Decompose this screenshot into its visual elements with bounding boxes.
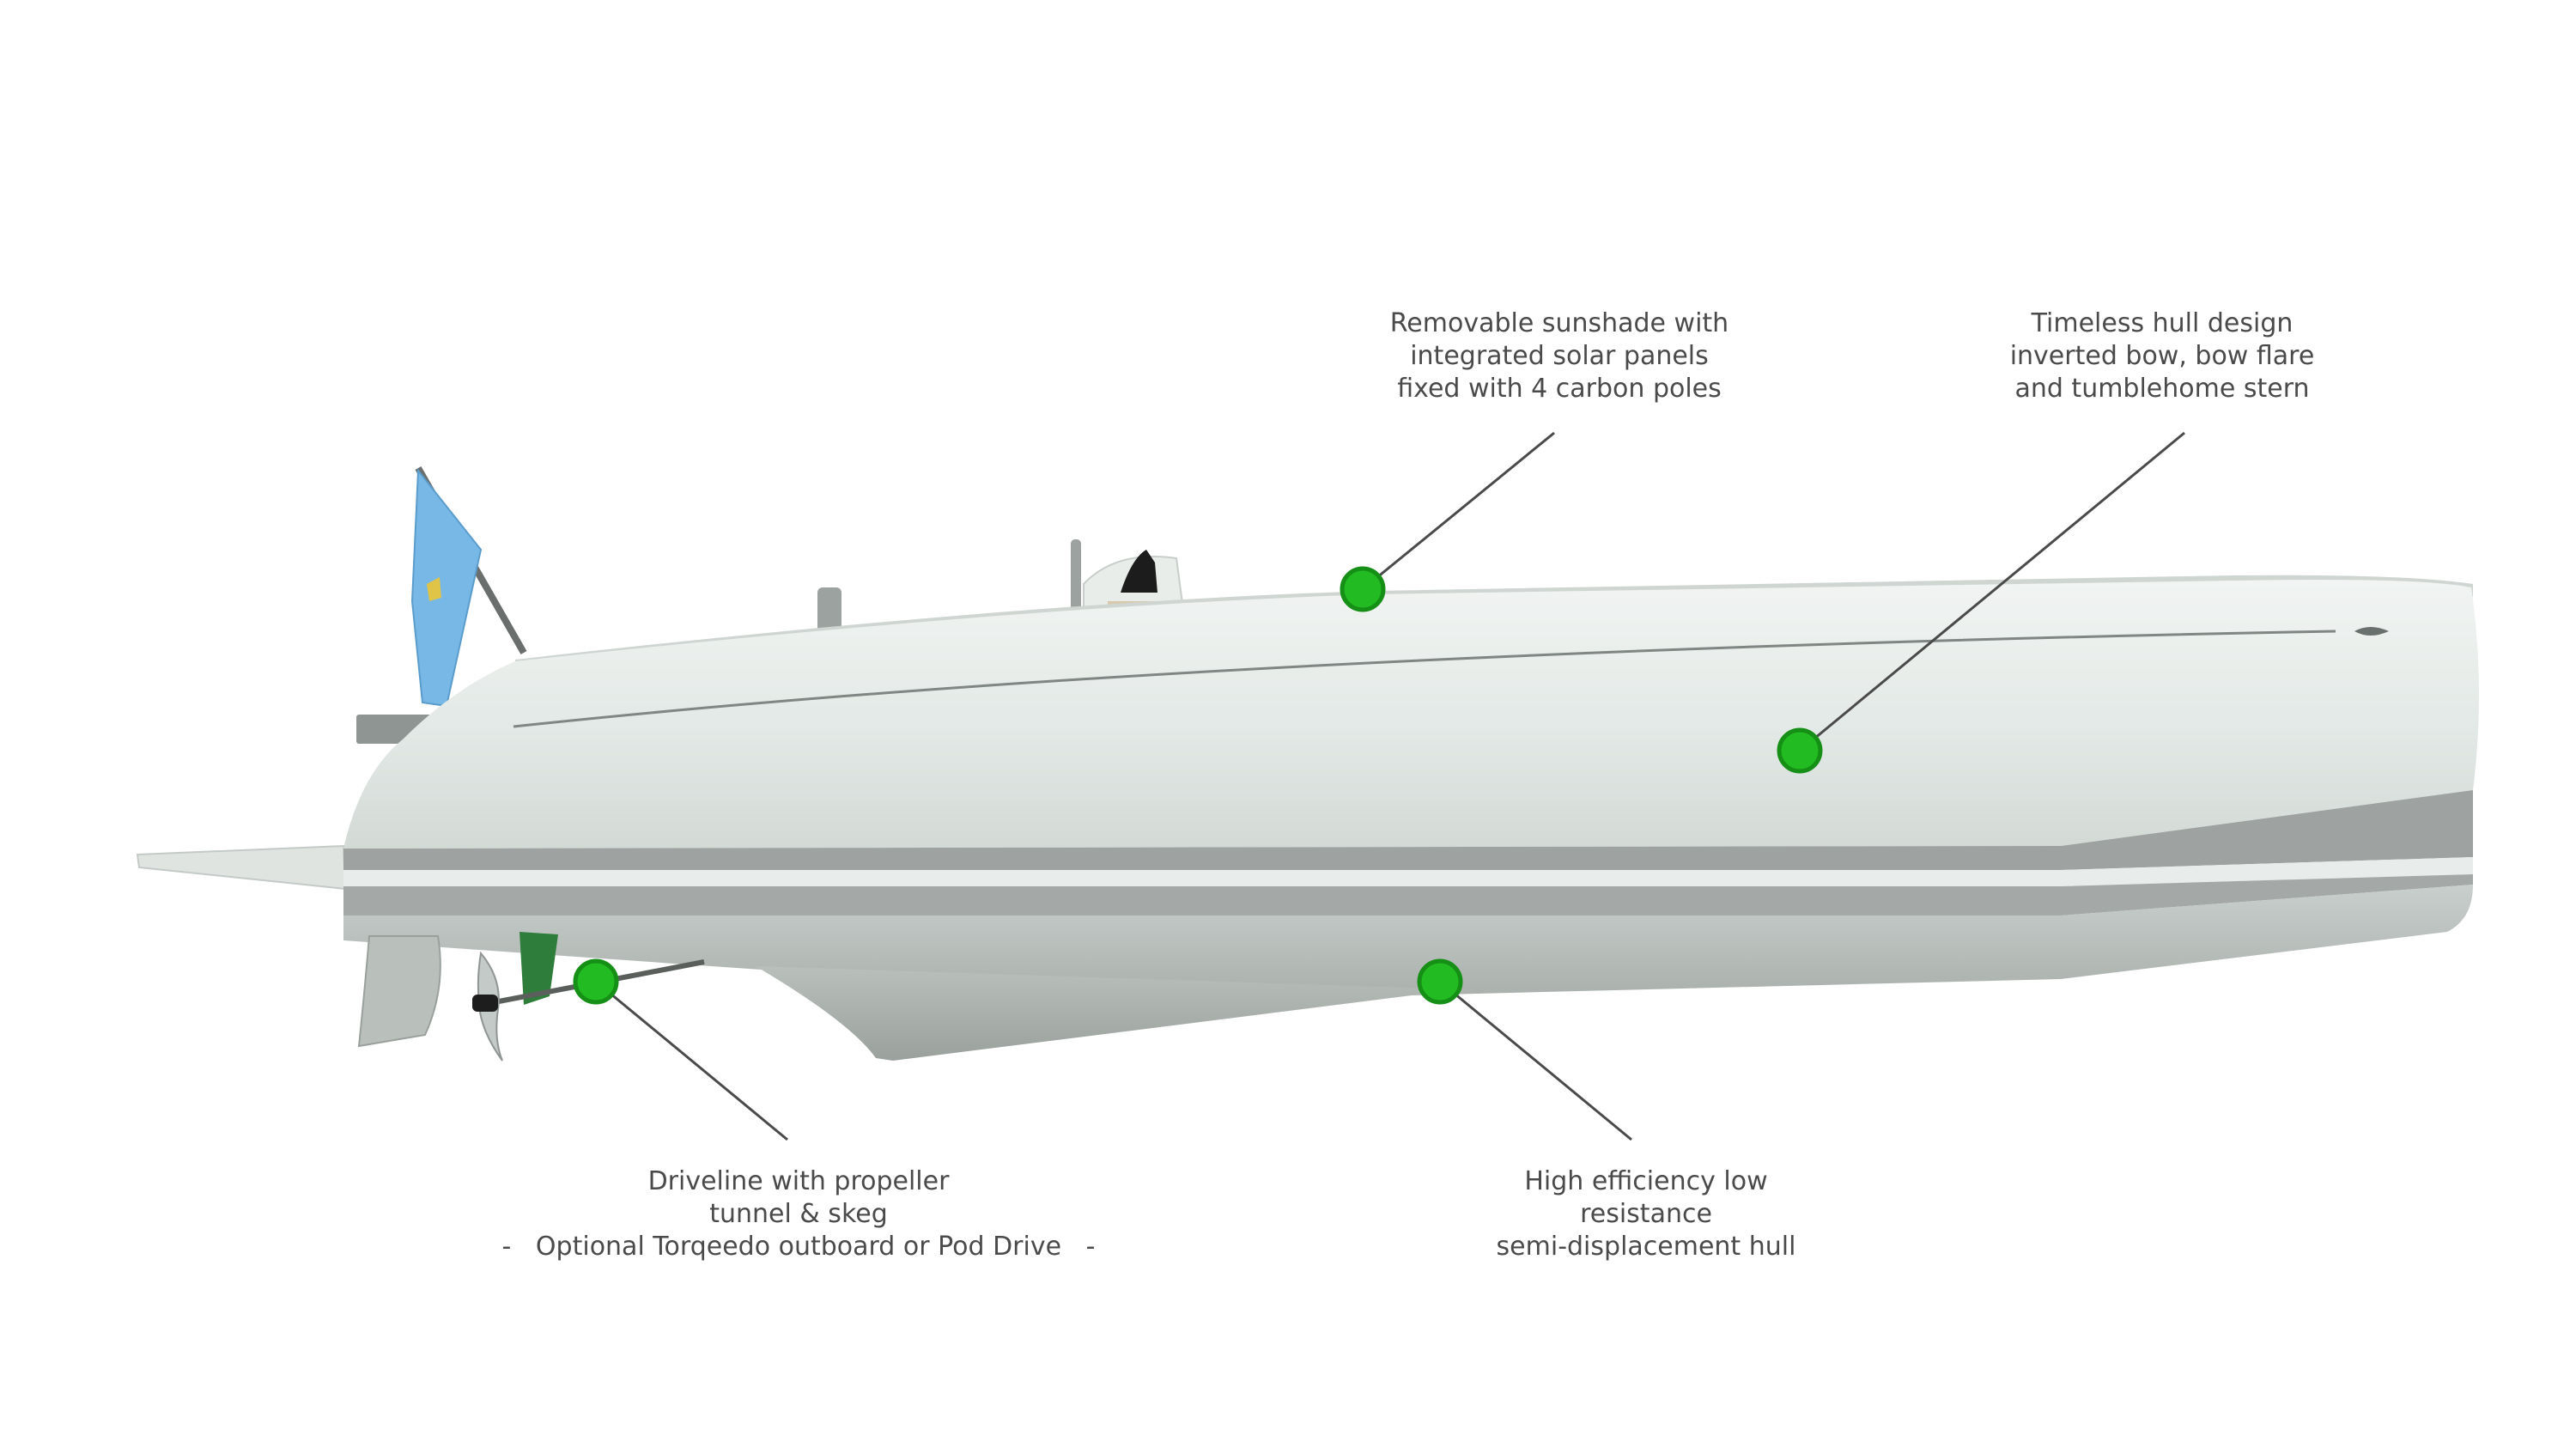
leader-line-sunshade bbox=[1362, 431, 1555, 591]
callout-driveline: Driveline with propeller tunnel & skeg -… bbox=[455, 1165, 1142, 1263]
hotspot-hull-design[interactable] bbox=[1777, 727, 1823, 774]
console-pole bbox=[1071, 539, 1081, 617]
hull-topsides bbox=[343, 580, 2480, 849]
callout-sunshade-line-2: integrated solar panels bbox=[1410, 341, 1709, 371]
hotspot-sunshade[interactable] bbox=[1340, 566, 1386, 612]
lower-stripe bbox=[343, 874, 2473, 916]
callout-driveline-line-1: Driveline with propeller bbox=[647, 1166, 950, 1196]
stern-pole bbox=[136, 844, 347, 891]
bow-fitting bbox=[2354, 627, 2389, 636]
callout-hull-design-line-3: and tumblehome stern bbox=[2014, 374, 2310, 404]
callout-sunshade: Removable sunshade with integrated solar… bbox=[1345, 307, 1774, 405]
leader-line-hull-design bbox=[1799, 431, 2185, 752]
callout-driveline-line-2: tunnel & skeg bbox=[709, 1199, 888, 1229]
callout-efficiency-line-1: High efficiency low bbox=[1524, 1166, 1768, 1196]
callout-efficiency: High efficiency low resistance semi-disp… bbox=[1431, 1165, 1861, 1263]
hull-underbody bbox=[343, 885, 2473, 996]
hotspot-driveline[interactable] bbox=[573, 958, 619, 1005]
hotspot-efficiency[interactable] bbox=[1417, 958, 1463, 1005]
boot-stripe bbox=[343, 790, 2473, 870]
keel bbox=[756, 966, 1460, 1061]
callout-efficiency-line-3: semi-displacement hull bbox=[1496, 1232, 1796, 1262]
callout-hull-design-line-2: inverted bow, bow flare bbox=[2009, 341, 2315, 371]
drive-strut bbox=[519, 932, 558, 1005]
rudder bbox=[357, 935, 441, 1048]
prop-hub bbox=[472, 995, 498, 1012]
seat-back bbox=[817, 587, 841, 636]
light-band bbox=[343, 857, 2473, 886]
callout-sunshade-line-3: fixed with 4 carbon poles bbox=[1397, 374, 1722, 404]
sheer-line bbox=[513, 630, 2336, 728]
leader-line-driveline bbox=[595, 980, 788, 1141]
callout-hull-design: Timeless hull design inverted bow, bow f… bbox=[1947, 307, 2377, 405]
leader-line-efficiency bbox=[1439, 980, 1632, 1141]
callout-hull-design-line-1: Timeless hull design bbox=[2031, 308, 2293, 338]
flag-emblem bbox=[427, 577, 441, 601]
steering-wheel bbox=[1121, 550, 1157, 593]
callout-efficiency-line-2: resistance bbox=[1580, 1199, 1712, 1229]
flag bbox=[410, 468, 483, 708]
callout-sunshade-line-1: Removable sunshade with bbox=[1389, 308, 1729, 338]
callout-driveline-line-3: - Optional Torqeedo outboard or Pod Driv… bbox=[501, 1232, 1096, 1262]
